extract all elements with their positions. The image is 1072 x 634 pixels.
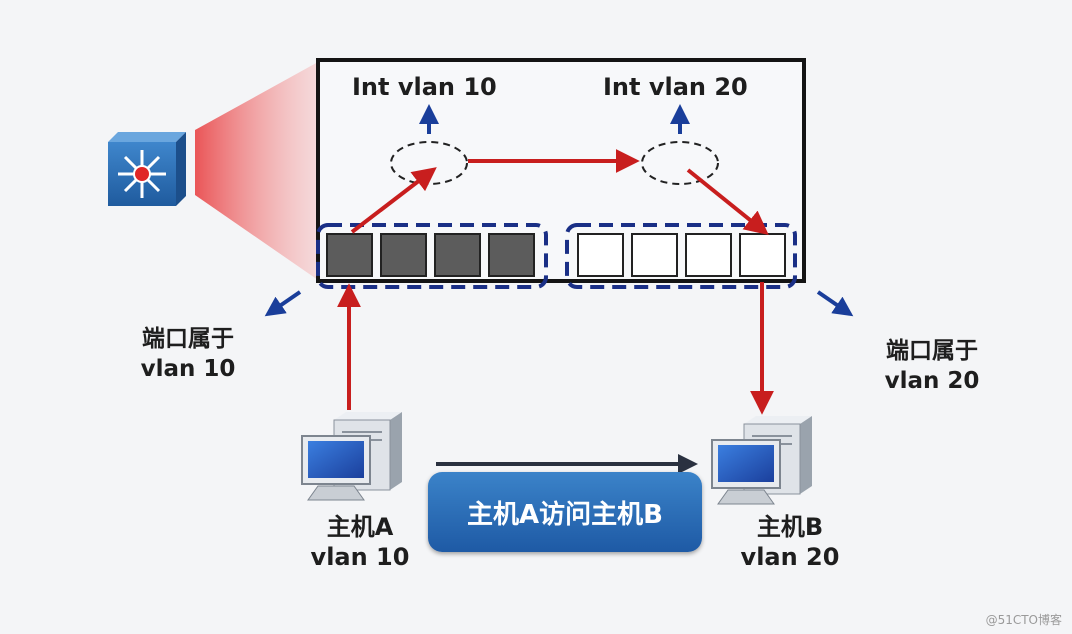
port-group10-caption-line1: 端口属于 [142, 326, 234, 352]
vlan10-port-group [316, 223, 548, 289]
port-group10-caption-line2: vlan 10 [140, 356, 236, 382]
svi-vlan20-node [641, 141, 719, 185]
zoom-beam [195, 62, 318, 280]
vlan10-port [488, 233, 535, 277]
host-b-vlan: vlan 20 [740, 543, 840, 571]
vlan20-port [685, 233, 732, 277]
vlan20-port [577, 233, 624, 277]
int-vlan20-label: Int vlan 20 [603, 73, 748, 101]
vlan10-port [380, 233, 427, 277]
vlan20-port [631, 233, 678, 277]
svi-vlan10-node [390, 141, 468, 185]
port-group10-pointer [264, 290, 302, 317]
vlan10-port [326, 233, 373, 277]
vlan20-port-group [565, 223, 797, 289]
watermark: @51CTO博客 [985, 613, 1062, 627]
vlan10-port [434, 233, 481, 277]
int-vlan10-label: Int vlan 10 [352, 73, 497, 101]
host-a-vlan: vlan 10 [310, 543, 410, 571]
path-port-to-svi10 [350, 167, 437, 234]
port-group20-pointer [816, 290, 854, 317]
port-group20-caption-line2: vlan 20 [884, 368, 980, 394]
port-group20-caption-line1: 端口属于 [886, 338, 978, 364]
l3-switch-icon [108, 132, 186, 206]
port-group20-caption: 端口属于 vlan 20 [862, 336, 1002, 396]
host-a-caption: 主机A vlan 10 [290, 512, 430, 572]
port-group10-caption: 端口属于 vlan 10 [118, 324, 258, 384]
host-b-computer-icon [711, 416, 812, 505]
host-a-computer-icon [301, 412, 402, 501]
host-b-name: 主机B [756, 513, 824, 541]
access-banner: 主机A访问主机B [428, 472, 702, 552]
vlan20-port [739, 233, 786, 277]
host-a-name: 主机A [326, 513, 394, 541]
host-b-caption: 主机B vlan 20 [720, 512, 860, 572]
path-svi20-to-port [686, 168, 769, 236]
